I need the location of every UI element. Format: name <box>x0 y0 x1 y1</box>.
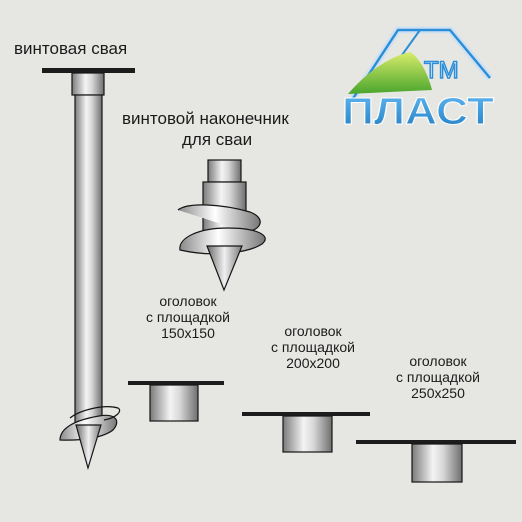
logo-tm-mark: ТМ <box>424 57 459 84</box>
brand-logo: ТМ ПЛАСТ <box>342 26 495 134</box>
cap-250-drawing <box>356 440 516 483</box>
label-cap-250-line2: с площадкой <box>396 369 480 385</box>
label-cap-150: оголовок с площадкой 150x150 <box>128 293 248 341</box>
pile-shaft <box>74 94 103 426</box>
logo-hill-icon <box>348 52 432 94</box>
label-screw-pile: винтовая свая <box>14 39 128 58</box>
cap-200-drawing <box>242 412 370 453</box>
label-cap-200-line2: с площадкой <box>271 339 355 355</box>
tip-cone <box>206 245 243 292</box>
label-cap-250-line1: оголовок <box>409 353 467 369</box>
label-screw-tip: винтовой наконечник для сваи <box>122 108 336 150</box>
pile-tip-cone <box>75 424 102 471</box>
tip-helix-blade-upper <box>177 204 261 233</box>
label-cap-150-line2: с площадкой <box>146 309 230 325</box>
logo-roof-outline-icon <box>350 28 491 101</box>
cap-250-plate <box>356 440 516 444</box>
cap-250-sleeve <box>411 443 463 483</box>
cap-200-sleeve <box>282 415 333 453</box>
pile-head-cylinder <box>71 72 105 96</box>
label-cap-150-line1: оголовок <box>159 293 217 309</box>
pile-top-plate <box>42 68 135 73</box>
label-cap-200: оголовок с площадкой 200x200 <box>253 323 373 371</box>
label-screw-tip-line2: для сваи <box>182 130 253 149</box>
cap-200-plate <box>242 412 370 416</box>
cap-150-sleeve <box>149 384 199 422</box>
screw-pile-drawing <box>42 68 135 471</box>
label-cap-200-line3: 200x200 <box>286 355 340 371</box>
screw-tip-drawing <box>177 159 266 292</box>
pile-helix-blade-top <box>69 406 121 421</box>
label-cap-150-line3: 150x150 <box>161 325 215 341</box>
label-screw-tip-line1: винтовой наконечник <box>122 109 289 128</box>
logo-brand-name: ПЛАСТ <box>342 91 494 133</box>
cap-150-plate <box>128 381 224 385</box>
tip-socket-top <box>207 159 242 183</box>
cap-150-drawing <box>128 381 224 422</box>
label-cap-250-line3: 250x250 <box>411 385 465 401</box>
label-cap-250: оголовок с площадкой 250x250 <box>378 353 498 401</box>
label-cap-200-line1: оголовок <box>284 323 342 339</box>
